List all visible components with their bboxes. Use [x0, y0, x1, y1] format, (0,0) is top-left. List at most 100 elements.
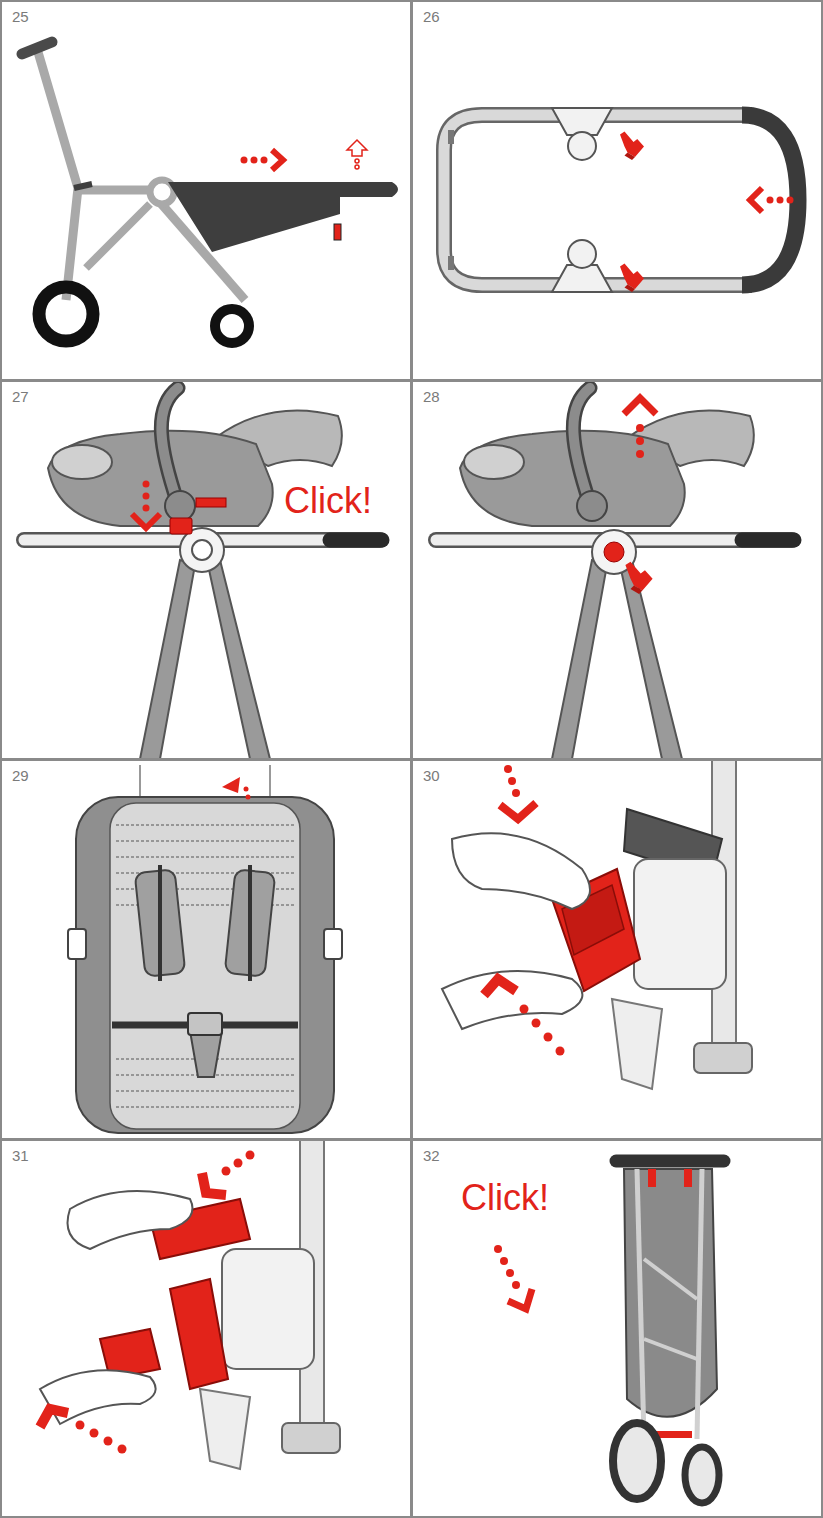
fold-lever-sketch-part	[452, 833, 590, 909]
adapter-bar-part	[767, 197, 794, 204]
fold-lever-sketch-part	[222, 1249, 314, 1369]
car-seat-release	[436, 388, 794, 759]
seat-unit-part	[190, 1031, 222, 1077]
stroller-side-view-part	[347, 140, 367, 169]
fold-lever-sketch-part-part	[544, 1033, 553, 1042]
instruction-panel: 29	[0, 759, 412, 1140]
folded-stroller-part	[648, 1169, 656, 1187]
fold-lever-sketch	[40, 1139, 340, 1469]
seat-unit-part-part	[116, 857, 294, 858]
car-seat-release-part-part	[636, 450, 644, 458]
folded-stroller-part-part	[512, 1281, 520, 1289]
folded-stroller-part	[644, 1259, 697, 1299]
car-seat-release-part	[573, 388, 590, 504]
adapter-bar-part	[448, 130, 454, 144]
seat-unit-part-part	[116, 1091, 294, 1092]
car-seat-release-part	[624, 398, 656, 414]
car-seat-attach-part	[192, 540, 212, 560]
car-seat-attach-part	[143, 481, 150, 512]
adapter-bar-part	[750, 188, 762, 212]
car-seat-release-part-part	[636, 424, 644, 432]
fold-lever-sketch-part-part	[76, 1421, 85, 1430]
stroller-side-view-part-part	[347, 140, 367, 156]
fold-lever-sketch-part	[442, 971, 582, 1029]
adapter-bar-part-part	[552, 108, 612, 135]
fold-lever-sketch-part-part	[556, 1047, 565, 1056]
folded-stroller-part	[685, 1447, 719, 1503]
seat-unit-part	[222, 777, 240, 793]
seat-unit-part-part	[116, 825, 294, 826]
car-seat-attach-part	[140, 560, 270, 759]
car-seat-attach-part-part	[143, 505, 150, 512]
folded-stroller-part-part	[506, 1269, 514, 1277]
adapter-bar-part-part	[767, 197, 774, 204]
adapter-bar-part-part	[568, 240, 596, 268]
car-seat-release-part	[464, 445, 524, 479]
stroller-side-view-part-part	[251, 157, 258, 164]
fold-lever-sketch-part-part	[222, 1167, 231, 1176]
fold-lever-sketch-part	[200, 1389, 250, 1469]
car-seat-attach-part	[52, 445, 112, 479]
seat-unit-part	[188, 1013, 222, 1035]
seat-unit-part	[110, 803, 300, 1129]
car-seat-release-part-part	[636, 437, 644, 445]
stroller-side-view-part	[215, 309, 249, 343]
click-label: Click!	[284, 480, 372, 521]
callout-number: 26	[423, 6, 440, 28]
callout-number: 25	[12, 6, 29, 28]
adapter-bar-part-part	[568, 132, 596, 160]
car-seat-attach	[24, 388, 382, 759]
seat-unit-part-part	[116, 1107, 294, 1108]
callout-number: 29	[12, 765, 29, 787]
adapter-bar-part-part	[777, 197, 784, 204]
seat-unit-part	[269, 765, 271, 801]
stroller-side-view-part	[334, 224, 341, 240]
stroller-side-view-part-part	[355, 159, 359, 163]
fold-lever-sketch-part	[202, 1173, 226, 1195]
car-seat-release-part	[742, 533, 794, 548]
car-seat-attach-part	[161, 388, 178, 504]
folded-stroller-part	[644, 1339, 697, 1359]
fold-lever-sketch	[442, 759, 752, 1089]
car-seat-attach-part	[161, 388, 178, 504]
folded-stroller-part	[616, 1155, 724, 1168]
car-seat-release-part	[577, 491, 607, 521]
adapter-bar-part	[444, 115, 752, 285]
adapter-bar-part	[552, 108, 612, 292]
car-seat-attach-part	[132, 514, 160, 528]
folded-stroller-part	[697, 1169, 702, 1439]
seat-unit-part	[158, 865, 162, 981]
fold-lever-sketch-part	[170, 1279, 228, 1389]
adapter-bar-part	[620, 264, 644, 293]
folded-stroller-part	[508, 1289, 532, 1309]
car-seat-attach-part	[170, 518, 192, 534]
seat-unit-part	[68, 929, 86, 959]
car-seat-release-part	[604, 542, 624, 562]
fold-lever-sketch-part-part	[512, 789, 520, 797]
folded-stroller-part	[494, 1245, 520, 1289]
folded-stroller-part-part	[500, 1257, 508, 1265]
stroller-side-view-part	[39, 287, 93, 341]
fold-lever-sketch-part	[68, 1191, 193, 1249]
folded-stroller-part	[684, 1169, 692, 1187]
stroller-side-view-part	[86, 204, 150, 268]
fold-lever-sketch-part-part	[532, 1019, 541, 1028]
folded-stroller-part	[613, 1423, 661, 1499]
adapter-bar-part	[620, 132, 644, 161]
click-label: Click!	[461, 1177, 549, 1218]
adapter-bar	[444, 108, 798, 292]
car-seat-attach-part	[330, 533, 382, 548]
instruction-panel: 31	[0, 1139, 412, 1518]
folded-stroller-part-part	[494, 1245, 502, 1253]
fold-lever-sketch-part	[694, 1043, 752, 1073]
fold-lever-sketch-part	[222, 1151, 255, 1176]
adapter-bar-part	[742, 115, 798, 285]
fold-lever-sketch-part-part	[104, 1437, 113, 1446]
fold-lever-sketch-part	[40, 1370, 156, 1424]
stroller-side-view	[22, 42, 398, 343]
car-seat-attach-part-part	[143, 493, 150, 500]
fold-lever-sketch-part-part	[504, 765, 512, 773]
fold-lever-sketch-part	[500, 803, 536, 819]
stroller-side-view-part-part	[261, 157, 268, 164]
fold-lever-sketch-part-part	[508, 777, 516, 785]
